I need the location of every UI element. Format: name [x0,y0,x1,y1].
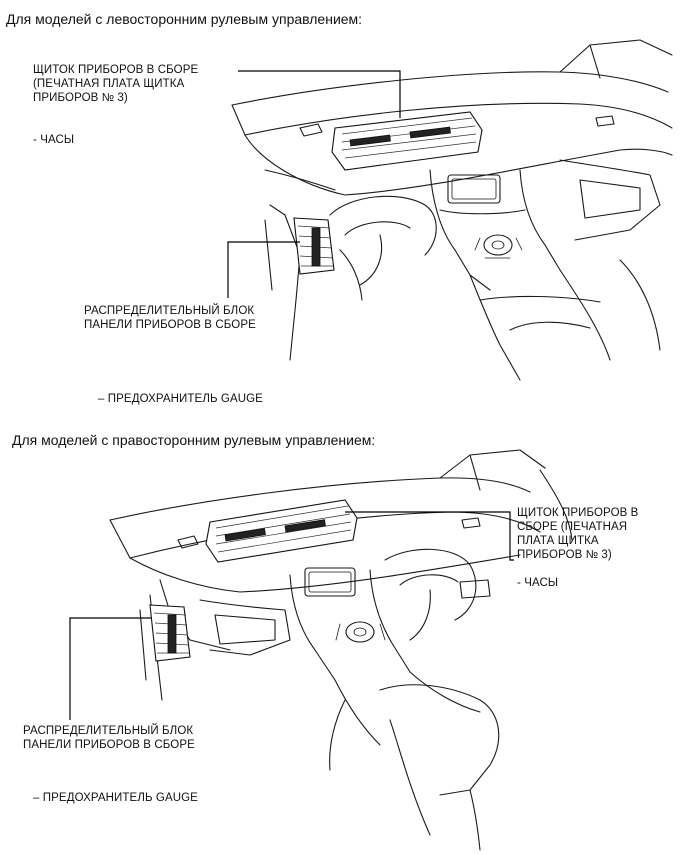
lhd-junction-sublabel: – ПРЕДОХРАНИТЕЛЬ GAUGE [98,393,263,405]
rhd-cluster-label-line-3: ПЛАТА ЩИТКА [517,535,599,547]
lhd-heading: Для моделей с левосторонним рулевым упра… [6,11,363,27]
rhd-cluster-leader [345,511,514,561]
lhd-cluster-label-line-3: ПРИБОРОВ № 3) [33,92,128,104]
lhd-junction-leader [227,241,300,298]
rhd-instrument-cluster [205,499,358,563]
lhd-dashboard-illustration [227,39,673,381]
lhd-instrument-cluster [331,111,483,171]
rhd-junction-leader [69,617,152,720]
lhd-cluster-label-line-2: (ПЕЧАТНАЯ ПЛАТА ЩИТКА [33,78,185,90]
lhd-cluster-sublabel: - ЧАСЫ [33,134,75,146]
rhd-junction-label-line-1: РАСПРЕДЕЛИТЕЛЬНЫЙ БЛОК [23,725,194,737]
rhd-cluster-sublabel: - ЧАСЫ [517,577,559,589]
rhd-cluster-label-line-1: ЩИТОК ПРИБОРОВ В [517,507,639,519]
lhd-cluster-label-line-1: ЩИТОК ПРИБОРОВ В СБОРЕ [33,64,199,76]
lhd-cluster-leader [238,70,401,118]
rhd-cluster-label-line-2: СБОРЕ (ПЕЧАТНАЯ [517,521,628,533]
rhd-junction-label-line-2: ПАНЕЛИ ПРИБОРОВ В СБОРЕ [23,739,195,751]
lhd-junction-label-line-1: РАСПРЕДЕЛИТЕЛЬНЫЙ БЛОК [84,305,255,317]
rhd-heading: Для моделей с правосторонним рулевым упр… [12,432,376,448]
rhd-cluster-label-line-4: ПРИБОРОВ № 3) [517,549,612,561]
lhd-junction-block [293,217,335,275]
lhd-junction-label-line-2: ПАНЕЛИ ПРИБОРОВ В СБОРЕ [84,319,256,331]
rhd-dashboard-illustration [69,449,573,851]
rhd-junction-sublabel: – ПРЕДОХРАНИТЕЛЬ GAUGE [33,792,198,804]
rhd-junction-block [149,604,191,662]
